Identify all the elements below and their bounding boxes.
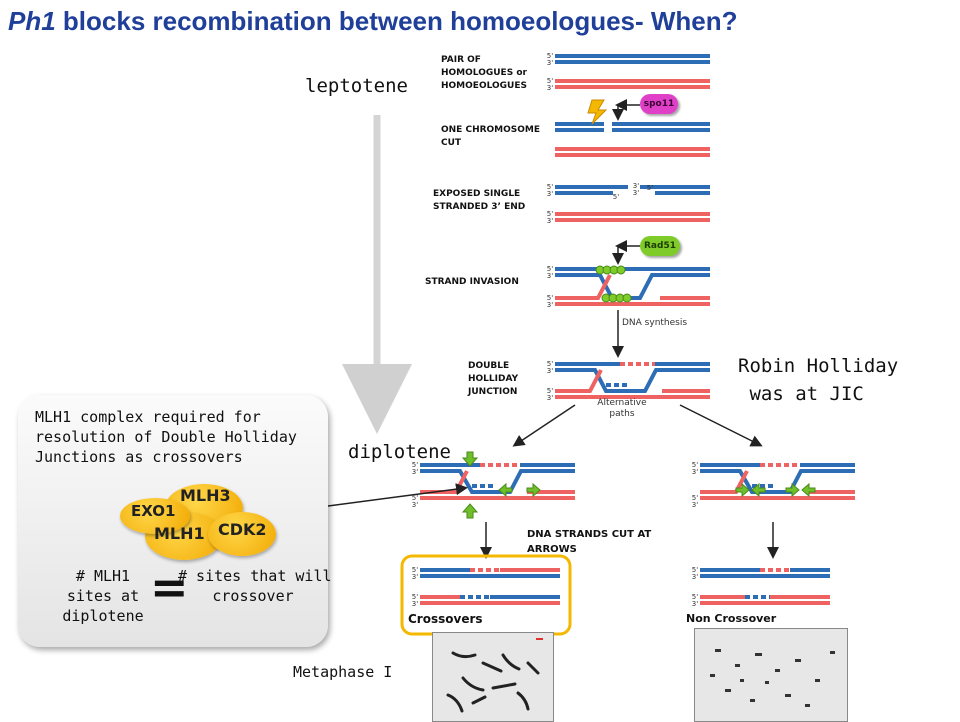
page-title: Ph1 blocks recombination between homoeol… [8,6,738,36]
crossovers-label: Crossovers [408,612,483,626]
label-exposed: EXPOSED SINGLE STRANDED 3’ END [433,189,526,212]
rad51-beads [595,265,632,303]
metaphase-noncrossover-image [694,628,848,722]
cdk2-blob [208,512,276,556]
panel-left-text: # MLH1 sites at diplotene [62,567,144,625]
equals-sign: = [150,560,189,614]
double-holliday-junction [555,362,710,399]
dna-pair-1 [555,54,710,89]
panel-description: MLH1 complex required for resolution of … [35,408,297,466]
dhj-path-left [420,463,575,500]
non-crossover-product [700,568,830,605]
cdk2-label: CDK2 [218,520,267,539]
label-dhj: DOUBLE HOLLIDAY JUNCTION [468,361,519,397]
label-invasion: STRAND INVASION [425,277,519,287]
non-crossover-label: Non Crossover [686,612,777,625]
metaphase-crossover-image [432,632,554,722]
dna-pair-cut [555,122,710,157]
alternative-paths-label: Alternative paths [597,398,647,419]
rad51-badge: Rad51 [640,236,680,256]
stage-leptotene: leptotene [305,75,408,97]
mlh3-label: MLH3 [180,486,231,505]
dna-synthesis-label: DNA synthesis [622,318,688,328]
spo11-badge: spo11 [640,94,678,114]
label-cut: ONE CHROMOSOME CUT [441,125,541,148]
panel-right-text: # sites that will crossover [178,567,332,605]
label-strands-cut: DNA STRANDS CUT AT ARROWS [527,529,652,555]
label-pair: PAIR OF HOMOLOGUES or HOMOEOLOGUES [441,55,527,91]
stage-diplotene: diplotene [348,441,451,463]
cut-arrows [461,451,816,519]
exo1-blob [120,498,190,534]
stage-metaphase: Metaphase I [293,663,393,681]
dhj-path-right [700,463,855,500]
dna-pair-exposed [555,185,710,222]
exo1-label: EXO1 [131,502,176,520]
lightning-icon [587,99,608,125]
mlh1-label: MLH1 [154,524,205,543]
crossover-product [420,568,560,605]
dna-strand-invasion [555,267,710,306]
holliday-note: Robin Holliday was at JIC [738,355,899,405]
